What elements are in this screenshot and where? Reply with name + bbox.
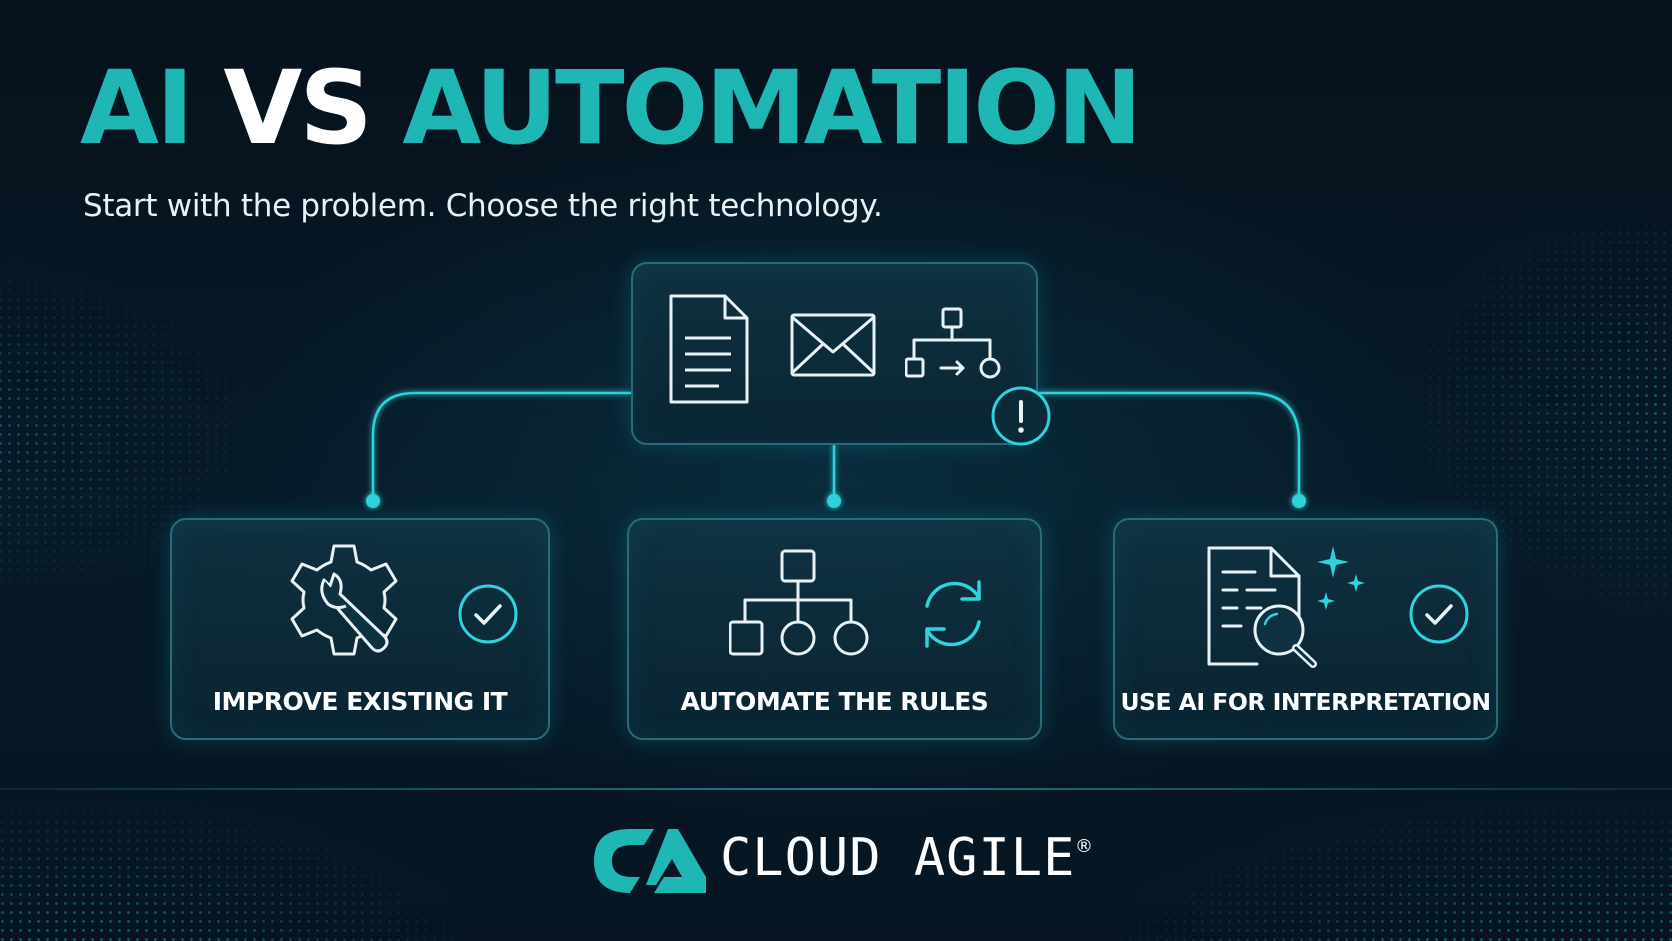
alert-icon (991, 386, 1051, 446)
refresh-icon (925, 580, 981, 648)
footer-divider (0, 788, 1672, 790)
title-ai: AI (80, 49, 194, 168)
connector-dot-left (366, 494, 380, 508)
connector-dot-right (1292, 494, 1306, 508)
brand-name: CLOUD AGILE (720, 828, 1076, 888)
option-improve-existing-it: IMPROVE EXISTING IT (170, 518, 550, 740)
gear-wrench-icon (290, 544, 398, 656)
dot-wave-bottom-right (1072, 791, 1672, 941)
registered-mark: ® (1075, 836, 1093, 857)
hierarchy-icon (729, 549, 869, 656)
connector-right (1038, 391, 1301, 500)
document-search-sparkle-icon (1207, 546, 1365, 668)
connector-dot-middle (827, 494, 841, 508)
option-label: USE AI FOR INTERPRETATION (1120, 688, 1491, 716)
page-title: AI VS AUTOMATION (80, 58, 1142, 160)
option-label: AUTOMATE THE RULES (680, 687, 989, 716)
check-circle-icon (1409, 584, 1469, 644)
title-automation: AUTOMATION (402, 49, 1142, 168)
title-vs: VS (223, 49, 372, 168)
document-icon (669, 294, 749, 404)
subtitle: Start with the problem. Choose the right… (83, 188, 883, 224)
option-automate-the-rules: AUTOMATE THE RULES (627, 518, 1042, 740)
check-circle-icon (458, 584, 518, 644)
process-flow-icon (905, 307, 1001, 379)
cloud-agile-logo-icon (594, 829, 706, 893)
envelope-icon (790, 313, 876, 377)
option-use-ai-for-interpretation: USE AI FOR INTERPRETATION (1113, 518, 1498, 740)
option-label: IMPROVE EXISTING IT (212, 687, 508, 716)
problem-card (631, 262, 1051, 446)
connector-left (371, 391, 631, 500)
dot-wave-bottom-left (0, 791, 500, 941)
